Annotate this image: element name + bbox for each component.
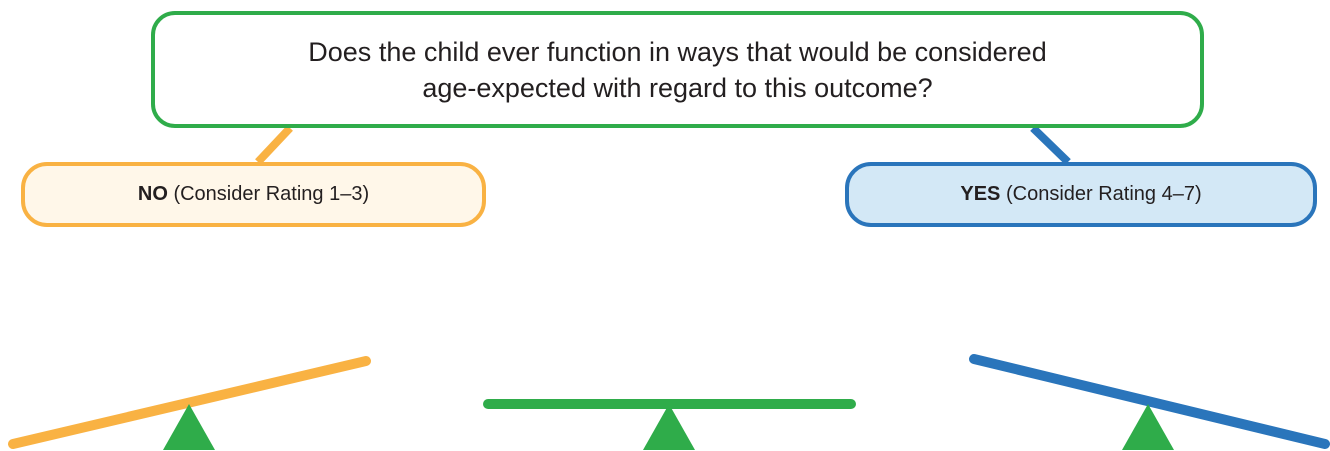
question-box: Does the child ever function in ways tha… xyxy=(151,11,1204,128)
balanced-seesaw xyxy=(483,399,856,450)
yes-seesaw-fulcrum xyxy=(1122,404,1174,450)
answer-no-detail: (Consider Rating 1–3) xyxy=(173,183,370,205)
no-seesaw-fulcrum xyxy=(163,404,215,450)
answer-yes-keyword: YES xyxy=(960,183,1001,205)
no-seesaw-beam xyxy=(8,356,371,449)
question-text: Does the child ever function in ways tha… xyxy=(308,36,1047,103)
no-seesaw xyxy=(8,356,371,450)
answer-yes-box: YES (Consider Rating 4–7) xyxy=(845,162,1317,227)
yes-seesaw xyxy=(969,354,1330,450)
answer-yes-detail: (Consider Rating 4–7) xyxy=(1005,183,1202,205)
answer-no-keyword: NO xyxy=(137,183,168,205)
answer-no-box: NO (Consider Rating 1–3) xyxy=(21,162,486,227)
yes-seesaw-beam xyxy=(969,354,1330,449)
connector-no xyxy=(255,125,293,165)
connector-yes xyxy=(1030,125,1071,165)
balanced-seesaw-fulcrum xyxy=(643,404,695,450)
